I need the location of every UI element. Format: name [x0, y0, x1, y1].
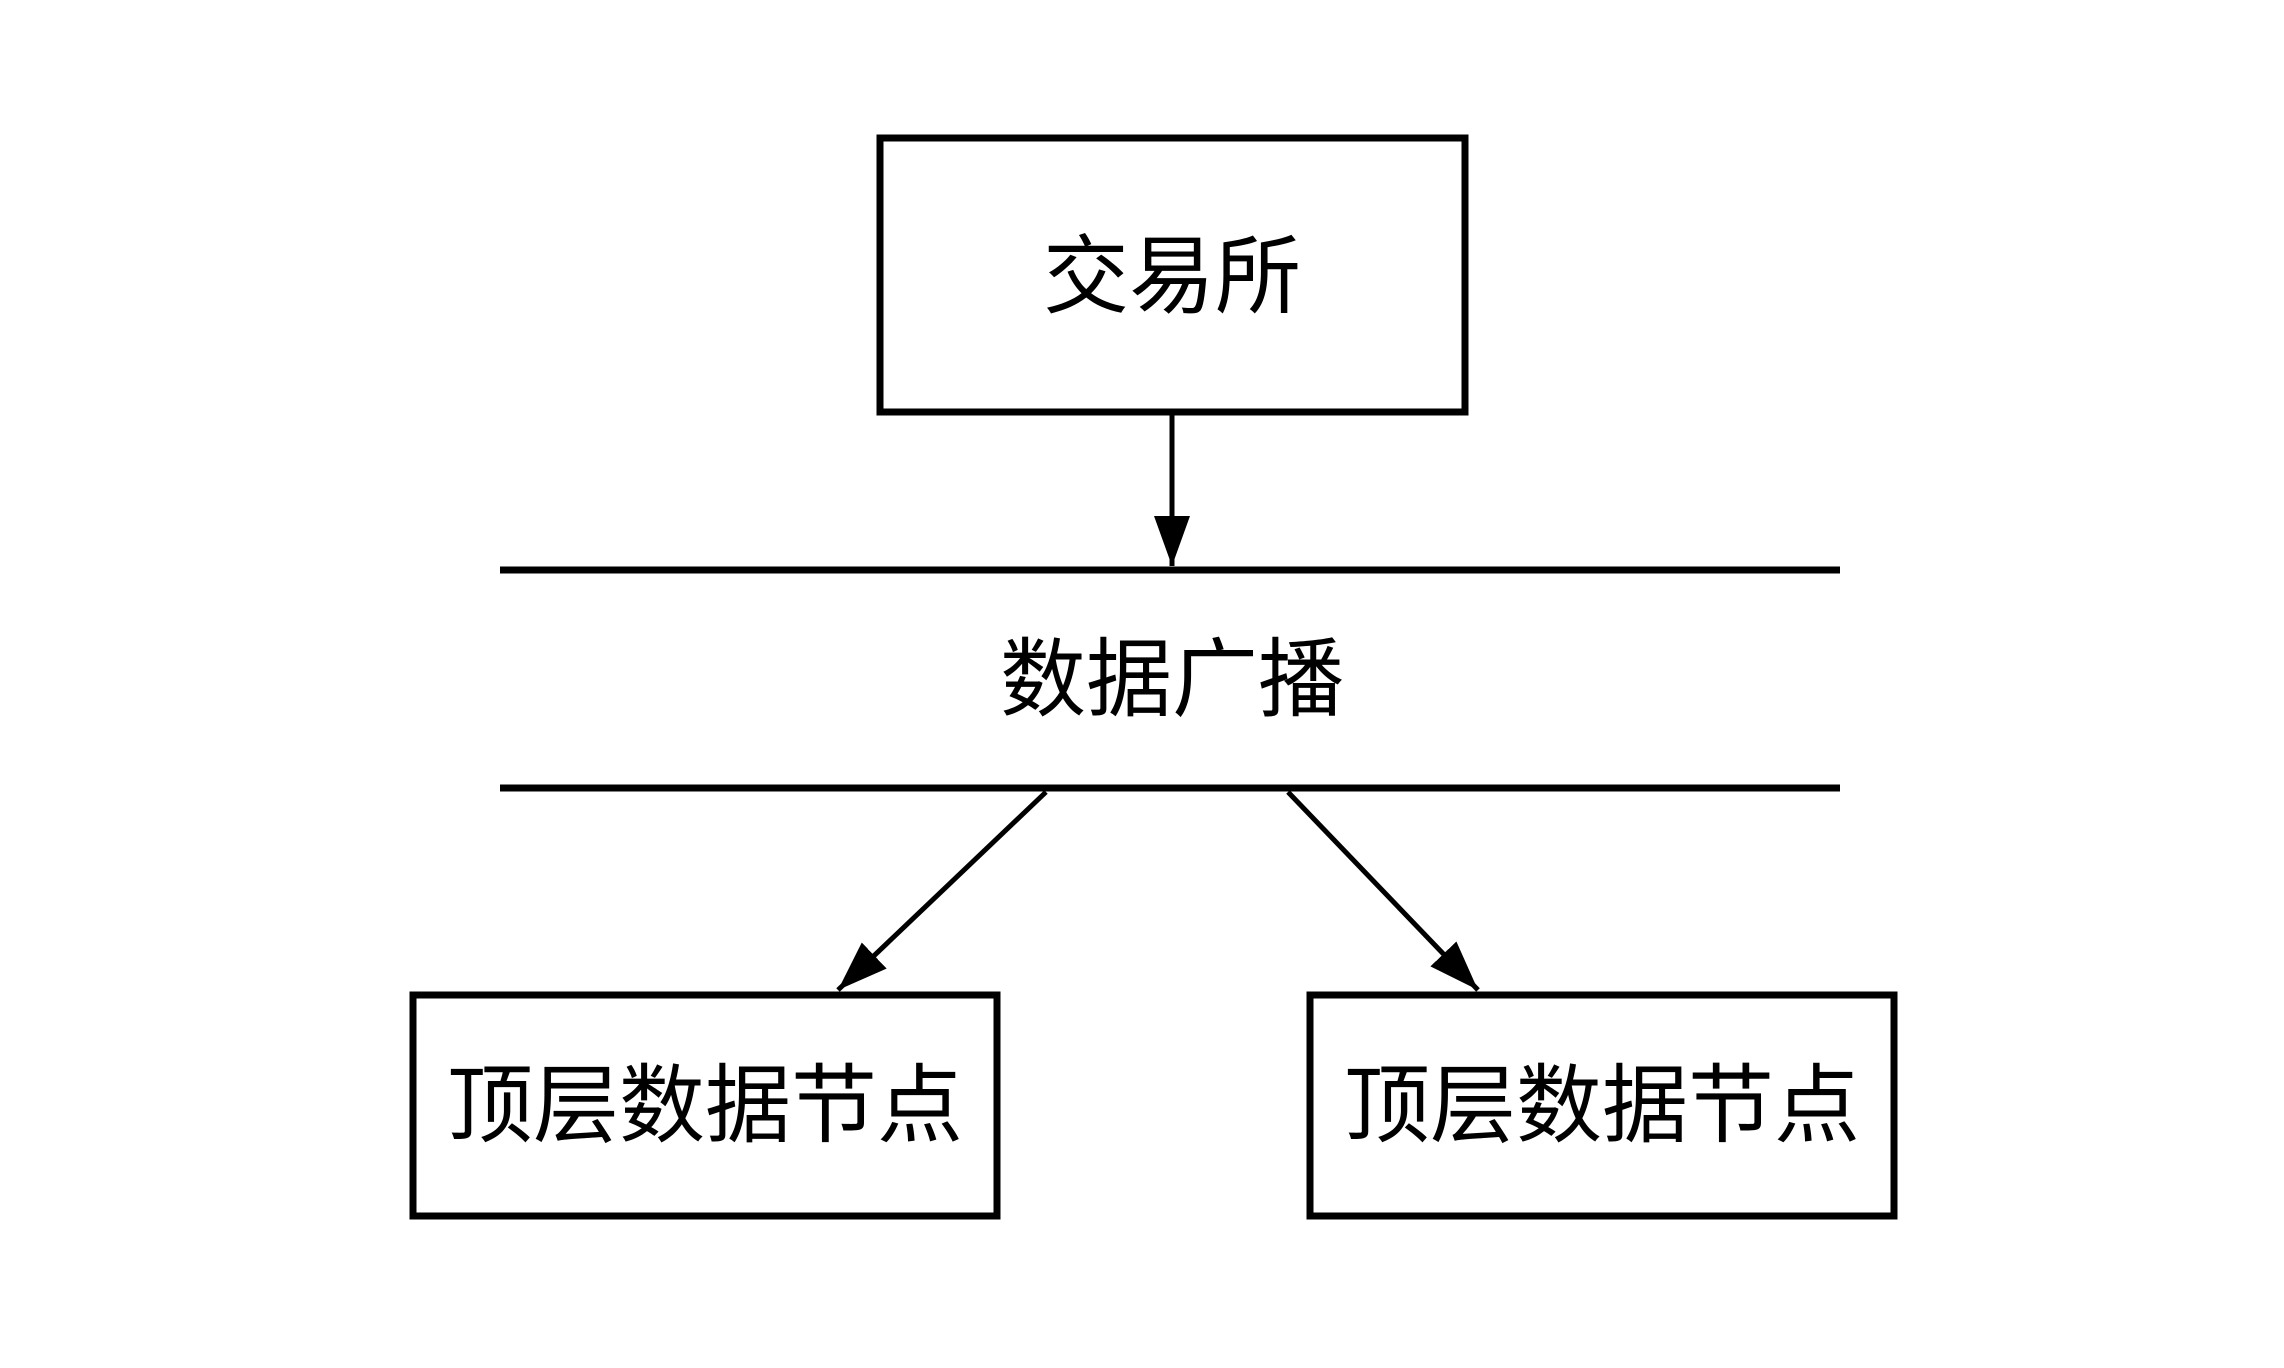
- top-node-left-box: [409, 991, 1001, 1220]
- broadcast-bus-label: 数据广播: [1000, 632, 1344, 728]
- arrow-broadcast-to-left-node: [836, 790, 1048, 992]
- top-node-left-label: 顶层数据节点: [447, 1058, 963, 1154]
- top-node-right-label: 顶层数据节点: [1344, 1058, 1860, 1154]
- exchange-box: [876, 134, 1469, 416]
- top-node-right-box: [1306, 991, 1898, 1220]
- arrow-broadcast-to-right-node: [1286, 790, 1480, 992]
- exchange-label: 交易所: [1043, 229, 1301, 325]
